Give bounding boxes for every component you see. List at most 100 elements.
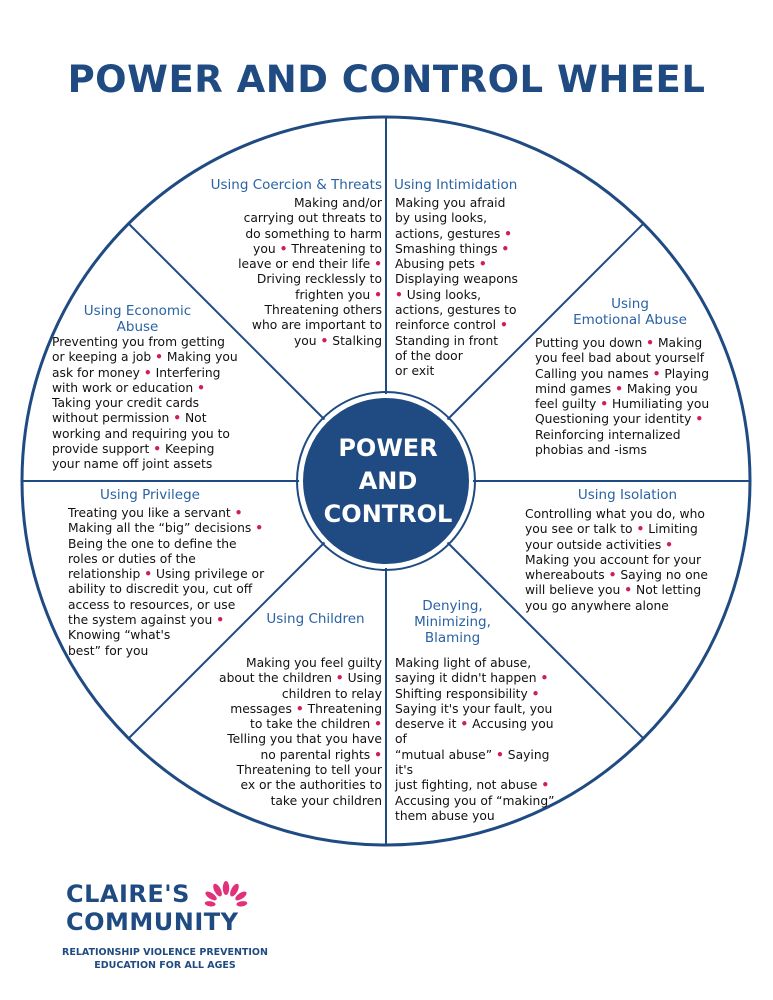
segment-body-line: working and requiring you to <box>52 426 230 441</box>
segment-body-line: your outside activities • <box>525 537 674 552</box>
segment-body-line: Threatening to tell your <box>236 763 382 778</box>
bullet-dot: • <box>501 241 510 256</box>
segment-body-line: actions, gestures • <box>395 226 513 241</box>
bullet-dot: • <box>531 686 540 701</box>
bullet-dot: • <box>608 568 617 583</box>
segment-body-line: Saying it's your fault, you <box>395 701 553 716</box>
segment-body-line: Making you afraid <box>395 196 506 210</box>
segment-body-line: Reinforcing internalized <box>535 427 681 442</box>
segment-body-line: deserve it • Accusing you of <box>395 717 554 747</box>
bullet-dot: • <box>143 365 152 380</box>
bullet-dot: • <box>624 583 633 598</box>
segment-body-line: ex or the authorities to <box>240 778 382 793</box>
bullet-dot: • <box>374 747 382 762</box>
segment-title-line: Using Children <box>266 611 365 627</box>
segment-body-line: feel guilty • Humiliating you <box>535 397 710 412</box>
segment-body-line: you go anywhere alone <box>525 598 669 613</box>
logo-name-line: COMMUNITY <box>66 908 239 936</box>
segment-body-line: or exit <box>395 364 435 379</box>
bullet-dot: • <box>652 366 661 381</box>
segment-title-privilege: Using Privilege <box>60 487 240 503</box>
segment-body-line: Being the one to define the <box>68 536 237 551</box>
bullet-dot: • <box>499 318 508 333</box>
bullet-dot: • <box>173 411 182 426</box>
segment-body-line: Threatening others <box>264 303 382 318</box>
segment-body-line: Taking your credit cards <box>52 396 200 411</box>
segment-body-line: you • Threatening to <box>253 241 382 256</box>
bullet-dot: • <box>615 381 623 396</box>
segment-title-line: Denying, <box>422 598 483 614</box>
segment-body-line: • Using looks, <box>395 287 482 302</box>
bullet-dot: • <box>636 522 645 537</box>
segment-title-line: Abuse <box>116 319 159 335</box>
logo-tagline-line: EDUCATION FOR ALL AGES <box>94 960 236 971</box>
segment-title-children: Using Children <box>243 611 388 627</box>
bullet-dot: • <box>695 412 704 427</box>
bullet-dot: • <box>374 717 382 732</box>
bullet-dot: • <box>279 241 288 256</box>
segment-body-line: Accusing you of “making” <box>395 793 555 808</box>
segment-body-line: no parental rights • <box>260 747 382 762</box>
segment-title-line: Blaming <box>424 630 481 646</box>
segment-body-line: actions, gestures to <box>395 303 517 318</box>
bullet-dot: • <box>155 350 164 365</box>
segment-title-line: Using Privilege <box>100 487 200 503</box>
segment-body-line: the system against you • <box>68 613 225 628</box>
segment-title-intimidation: Using Intimidation <box>394 177 594 193</box>
bullet-dot: • <box>374 287 382 302</box>
bullet-dot: • <box>541 778 550 793</box>
segment-body-line: you see or talk to • Limiting <box>525 522 698 537</box>
spoke-top-left <box>127 222 336 431</box>
segment-body-line: or keeping a job • Making you <box>52 350 238 365</box>
bullet-dot: • <box>504 226 513 241</box>
segment-title-denying: Denying,Minimizing,Blaming <box>395 598 510 646</box>
segment-body-line: Making you feel guilty <box>245 656 382 670</box>
segment-body-line: by using looks, <box>395 211 488 226</box>
segment-body-line: ability to discredit you, cut off <box>68 582 253 597</box>
bullet-dot: • <box>153 442 162 457</box>
bullet-dot: • <box>320 333 329 348</box>
segment-body-line: take your children <box>270 793 382 808</box>
spoke-bottom-left <box>127 531 336 740</box>
segment-body-line: leave or end their life • <box>238 257 382 272</box>
bullet-dot: • <box>600 397 609 412</box>
page-title: POWER AND CONTROL WHEEL <box>67 58 706 101</box>
segment-body-line: Controlling what you do, who <box>525 507 705 521</box>
logo-tagline-line: RELATIONSHIP VIOLENCE PREVENTION <box>62 947 268 958</box>
segment-body-line: without permission • Not <box>52 411 207 426</box>
segment-title-line: Using Intimidation <box>394 177 518 193</box>
segment-body-line: best” for you <box>68 643 149 658</box>
segment-body-line: Making you account for your <box>525 552 702 567</box>
logo-tagline: RELATIONSHIP VIOLENCE PREVENTION EDUCATI… <box>40 946 290 972</box>
bullet-dot: • <box>374 257 382 272</box>
segment-body-line: Making light of abuse, <box>395 656 532 670</box>
segment-body-line: phobias and -isms <box>535 443 647 458</box>
segment-body-line: to take the children • <box>250 717 382 732</box>
hub-outline <box>296 391 476 571</box>
segment-title-isolation: Using Isolation <box>540 487 715 503</box>
spoke-top-right <box>436 222 645 431</box>
bullet-dot: • <box>335 671 344 686</box>
segment-title-coercion: Using Coercion & Threats <box>160 177 382 193</box>
spoke-bottom-right <box>436 531 645 740</box>
segment-body-line: Questioning your identity • <box>535 412 704 427</box>
segment-body-line: do something to harm <box>245 226 382 241</box>
segment-body-line: them abuse you <box>395 808 495 823</box>
flower-logo-icon <box>204 881 248 907</box>
segment-body-line: Displaying weapons <box>395 272 518 287</box>
bullet-dot: • <box>395 287 403 302</box>
segment-body-line: Calling you names • Playing <box>535 366 710 381</box>
logo-wordmark: CLAIRE'S COMMUNITY <box>66 880 239 936</box>
segment-body-line: with work or education • <box>52 380 205 395</box>
segment-body-line: children to relay <box>281 686 382 701</box>
segment-body-line: about the children • Using <box>219 671 382 686</box>
segment-body-line: Smashing things • <box>395 241 510 256</box>
segment-body-line: frighten you • <box>295 287 382 302</box>
segment-title-line: Using Coercion & Threats <box>210 177 382 193</box>
